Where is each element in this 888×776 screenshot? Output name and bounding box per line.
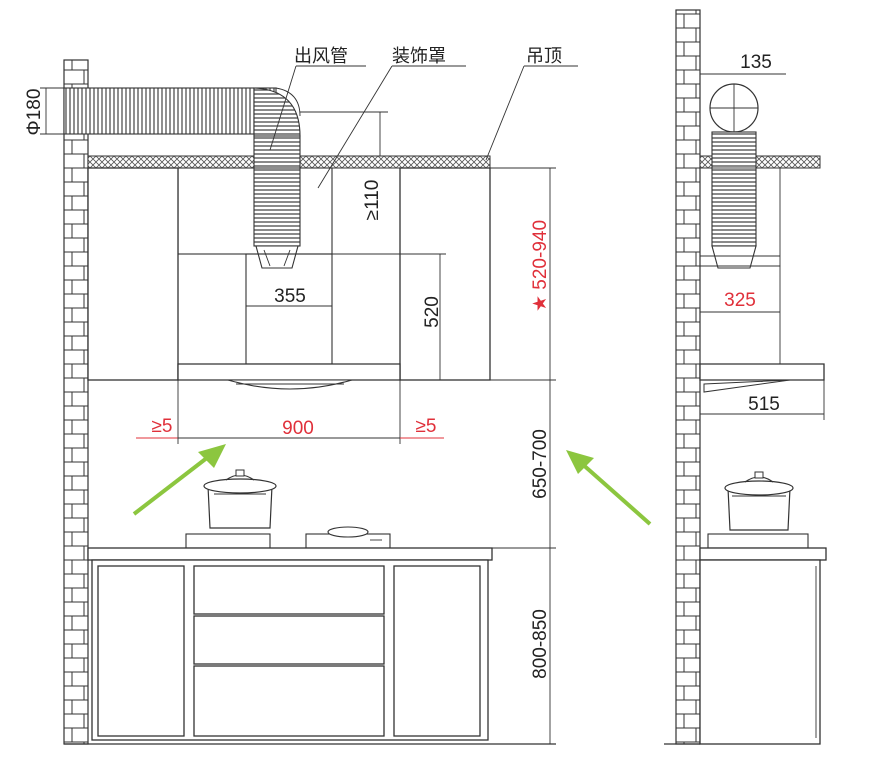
dim-chimney-height: 520 bbox=[422, 296, 443, 328]
side-range-hood bbox=[699, 363, 825, 381]
front-pot bbox=[203, 469, 277, 529]
front-range-hood bbox=[177, 363, 401, 381]
front-view: Φ180 出风管 装饰罩 吊顶 ≥110 355 520 bbox=[24, 46, 652, 745]
dim-counter-height: 800-850 bbox=[530, 609, 551, 679]
arrow-left bbox=[132, 444, 226, 516]
front-brick-wall bbox=[63, 59, 89, 745]
dim-side-duct-offset: 135 bbox=[740, 52, 772, 73]
decor-cover-lower bbox=[245, 253, 333, 365]
dim-mount-range: ★ 520-940 bbox=[530, 220, 551, 312]
horizontal-duct bbox=[63, 87, 277, 135]
dim-side-chimney-depth: 325 bbox=[724, 290, 756, 311]
counter-top bbox=[87, 547, 493, 561]
side-pot bbox=[724, 471, 794, 531]
label-duct: 出风管 bbox=[294, 46, 348, 67]
dim-side-hood-depth: 515 bbox=[748, 394, 780, 415]
side-counter bbox=[699, 547, 827, 561]
side-cabinet bbox=[699, 559, 821, 745]
duct-adapter bbox=[255, 245, 299, 269]
label-duct-group: 出风管 bbox=[269, 46, 366, 151]
label-ceiling: 吊顶 bbox=[526, 46, 562, 67]
dim-duct-diameter: Φ180 bbox=[24, 89, 45, 136]
dim-side-gap-right: ≥5 bbox=[416, 416, 437, 437]
side-brick-wall bbox=[675, 9, 701, 745]
vertical-duct bbox=[253, 135, 301, 247]
label-decor-cover-group: 装饰罩 bbox=[317, 46, 466, 189]
dim-hood-width: 900 bbox=[282, 418, 314, 439]
side-vertical-duct bbox=[711, 131, 757, 247]
dim-side-gap-left: ≥5 bbox=[152, 416, 173, 437]
dim-hood-to-stove: 650-700 bbox=[530, 429, 551, 499]
arrow-right bbox=[566, 450, 652, 526]
label-decor-cover: 装饰罩 bbox=[392, 46, 446, 67]
label-ceiling-group: 吊顶 bbox=[485, 46, 578, 161]
dim-duct-width: 355 bbox=[274, 286, 306, 307]
side-view: 135 325 515 bbox=[664, 9, 827, 745]
dim-cover-clearance: ≥110 bbox=[362, 180, 383, 221]
